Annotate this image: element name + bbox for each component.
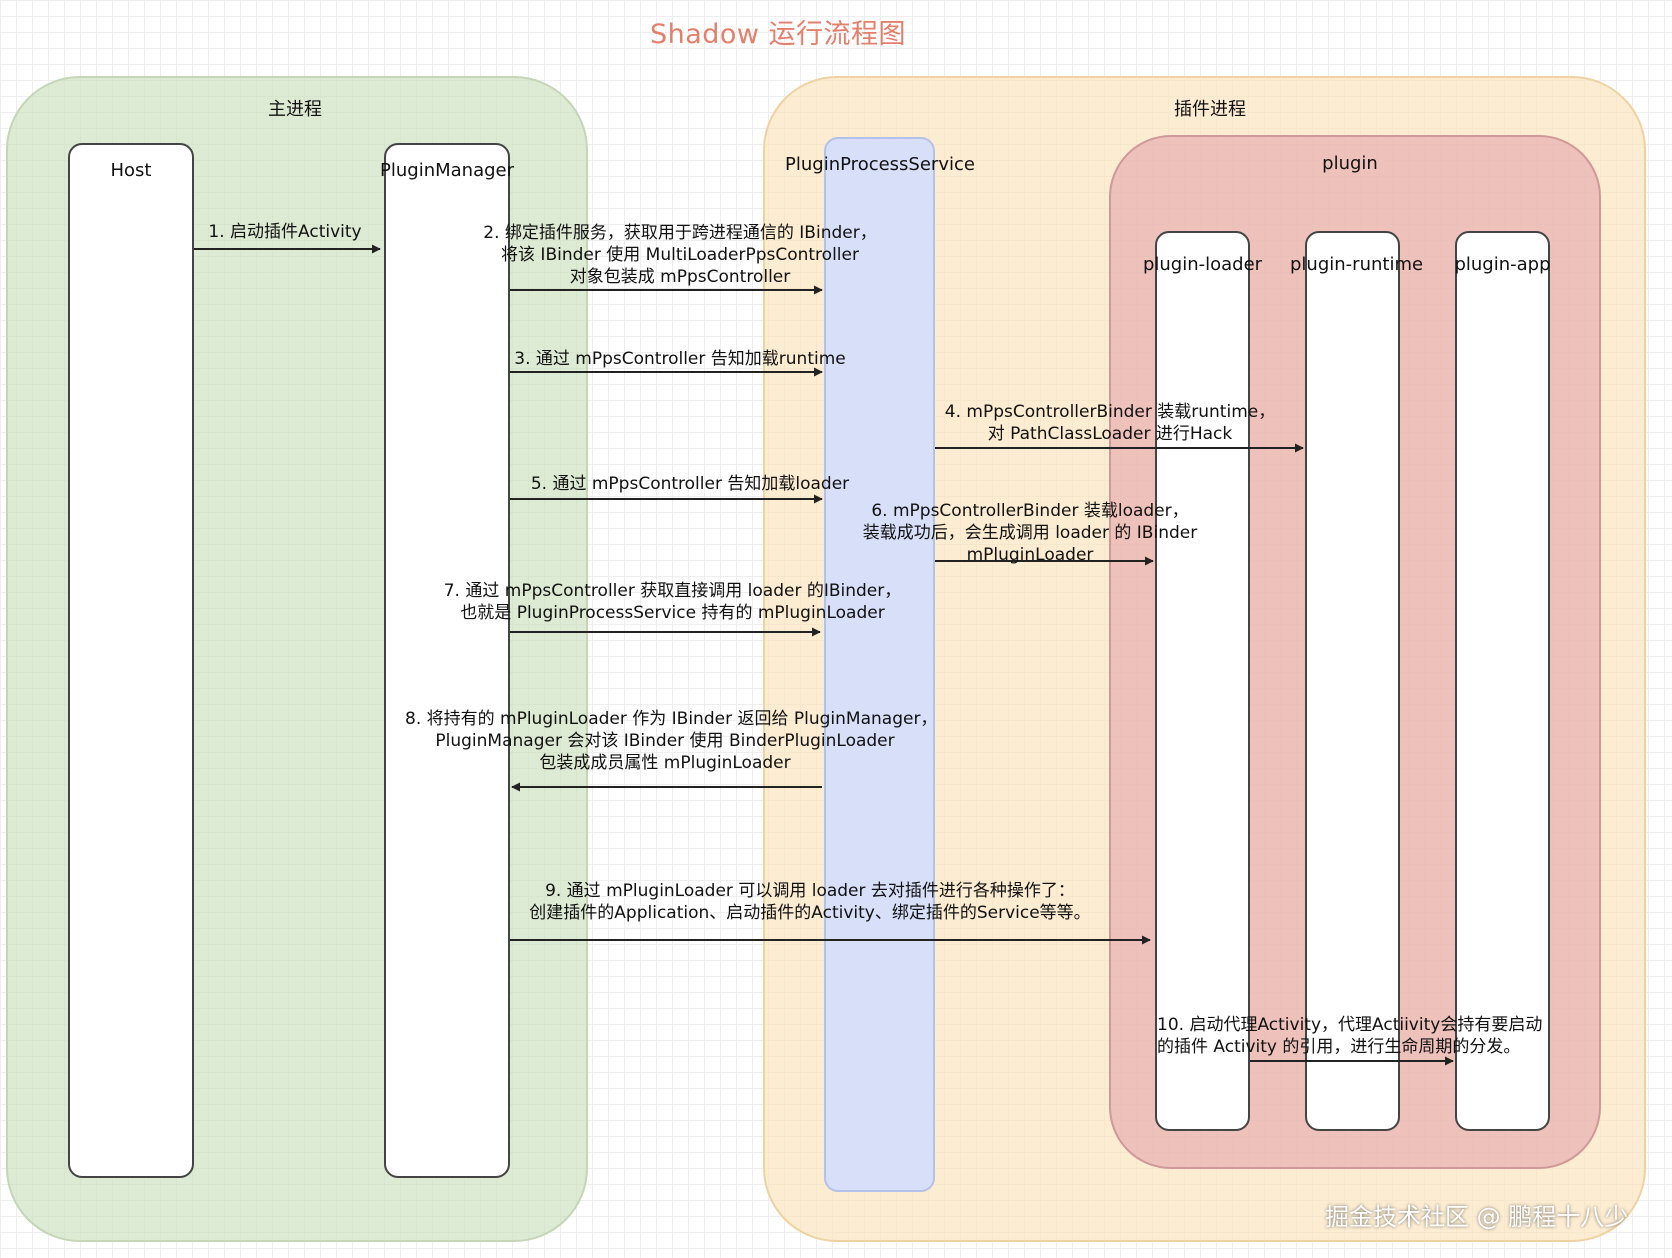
- plugin-group-label: plugin: [1322, 153, 1378, 174]
- step-6-label: 6. mPpsControllerBinder 装载loader， 装载成功后，…: [862, 501, 1198, 565]
- step-7-label: 7. 通过 mPpsController 获取直接调用 loader 的IBin…: [443, 581, 902, 623]
- step-8-label: 8. 将持有的 mPluginLoader 作为 IBinder 返回给 Plu…: [405, 709, 938, 773]
- plugin-app-lane: [1455, 231, 1550, 1131]
- step-10-label: 10. 启动代理Activity，代理Actiivity会持有要启动 的插件 A…: [1157, 1015, 1543, 1057]
- host-lane-label: Host: [110, 160, 152, 181]
- diagram-title: Shadow 运行流程图: [649, 19, 907, 50]
- step-3-label: 3. 通过 mPpsController 告知加载runtime: [514, 349, 846, 369]
- plugin-manager-lane-label: PluginManager: [380, 160, 514, 181]
- plugin-loader-lane-label: plugin-loader: [1142, 254, 1263, 275]
- plugin-manager-lane: [384, 143, 510, 1178]
- plugin-process-service-lane: [824, 137, 935, 1192]
- host-lane: [68, 143, 194, 1178]
- step-9-label: 9. 通过 mPluginLoader 可以调用 loader 去对插件进行各种…: [529, 881, 1091, 923]
- plugin-app-lane-label: plugin-app: [1454, 254, 1551, 275]
- watermark: 掘金技术社区 @ 鹏程十八少: [1325, 1203, 1629, 1231]
- plugin-runtime-lane: [1305, 231, 1400, 1131]
- step-1-label: 1. 启动插件Activity: [208, 222, 362, 242]
- main-process-label: 主进程: [268, 99, 322, 120]
- plugin-runtime-lane-label: plugin-runtime: [1290, 254, 1424, 275]
- step-2-label: 2. 绑定插件服务，获取用于跨进程通信的 IBinder， 将该 IBinder…: [483, 223, 877, 287]
- plugin-process-label: 插件进程: [1174, 99, 1246, 120]
- step-5-label: 5. 通过 mPpsController 告知加载loader: [530, 474, 850, 494]
- plugin-loader-lane: [1155, 231, 1250, 1131]
- step-4-label: 4. mPpsControllerBinder 装载runtime， 对 Pat…: [944, 402, 1276, 444]
- plugin-process-service-lane-label: PluginProcessService: [785, 154, 975, 175]
